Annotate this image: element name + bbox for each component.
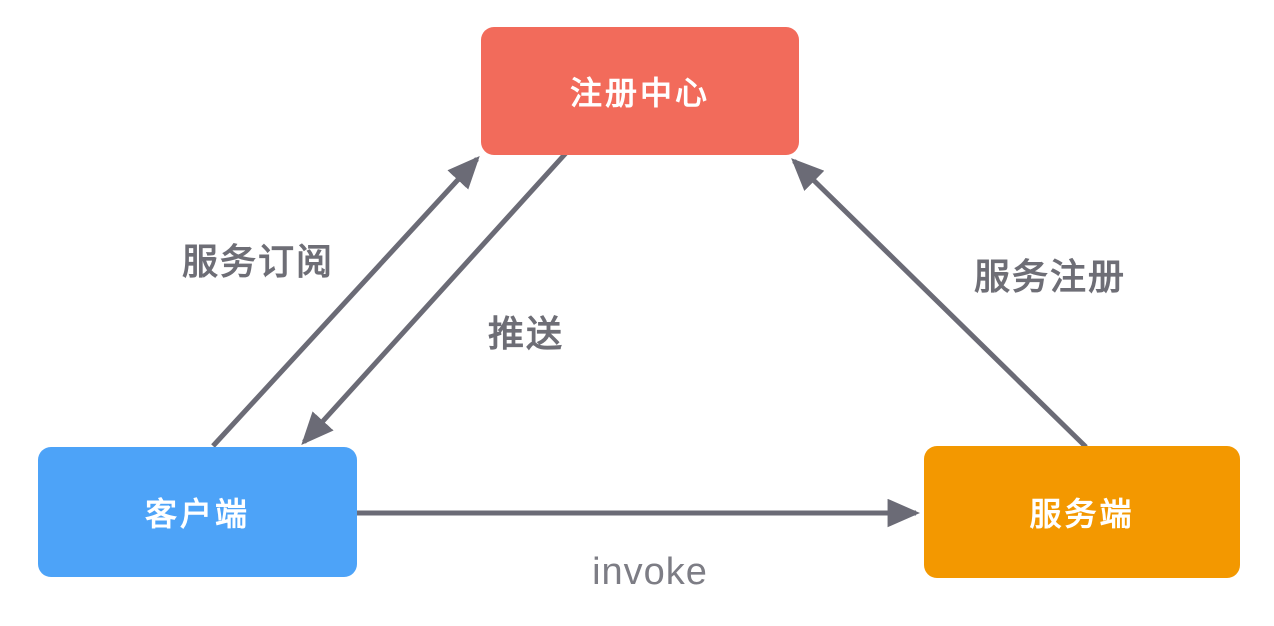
node-registry-label: 注册中心 xyxy=(569,75,710,111)
node-client-label: 客户端 xyxy=(144,496,250,532)
edge-label-invoke: invoke xyxy=(592,551,708,593)
edge-label-service-register: 服务注册 xyxy=(973,256,1126,297)
edge-label-service-subscribe: 服务订阅 xyxy=(181,241,334,282)
node-server: 服务端 xyxy=(924,446,1240,578)
node-server-label: 服务端 xyxy=(1029,496,1135,532)
node-registry-center: 注册中心 xyxy=(481,27,799,155)
node-client: 客户端 xyxy=(38,447,357,577)
arrow-service-subscribe xyxy=(211,156,480,448)
arrow-push xyxy=(301,151,568,446)
arrow-service-register xyxy=(791,158,1088,449)
edge-label-push: 推送 xyxy=(487,313,564,354)
